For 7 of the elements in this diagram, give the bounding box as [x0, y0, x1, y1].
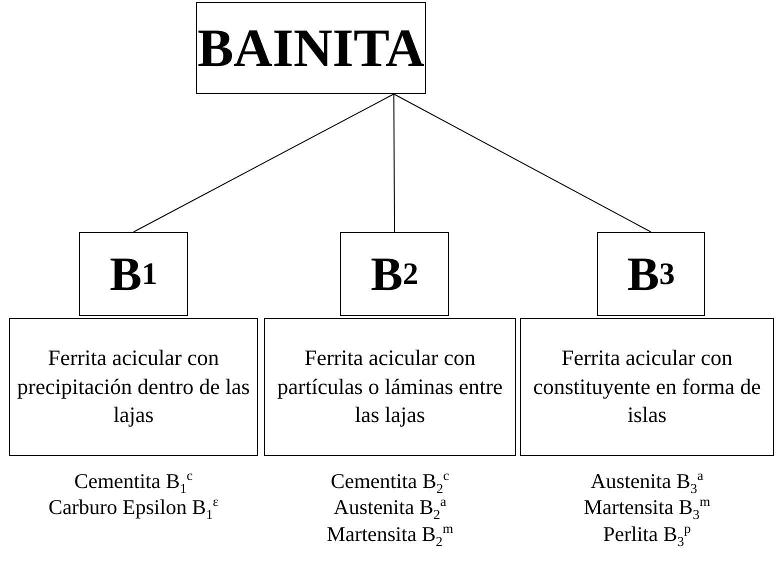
description-box: Ferrita acicular con constituyente en forma de islas: [520, 318, 774, 456]
description-box: Ferrita acicular con partículas o láminas entre las lajas: [264, 318, 516, 456]
description-box: Ferrita acicular con precipitación dentro de las lajas: [9, 318, 258, 456]
title-box: BAINITA: [196, 2, 426, 94]
connector-line: [393, 94, 395, 232]
connector-line: [393, 94, 652, 232]
connector-line: [133, 94, 394, 232]
